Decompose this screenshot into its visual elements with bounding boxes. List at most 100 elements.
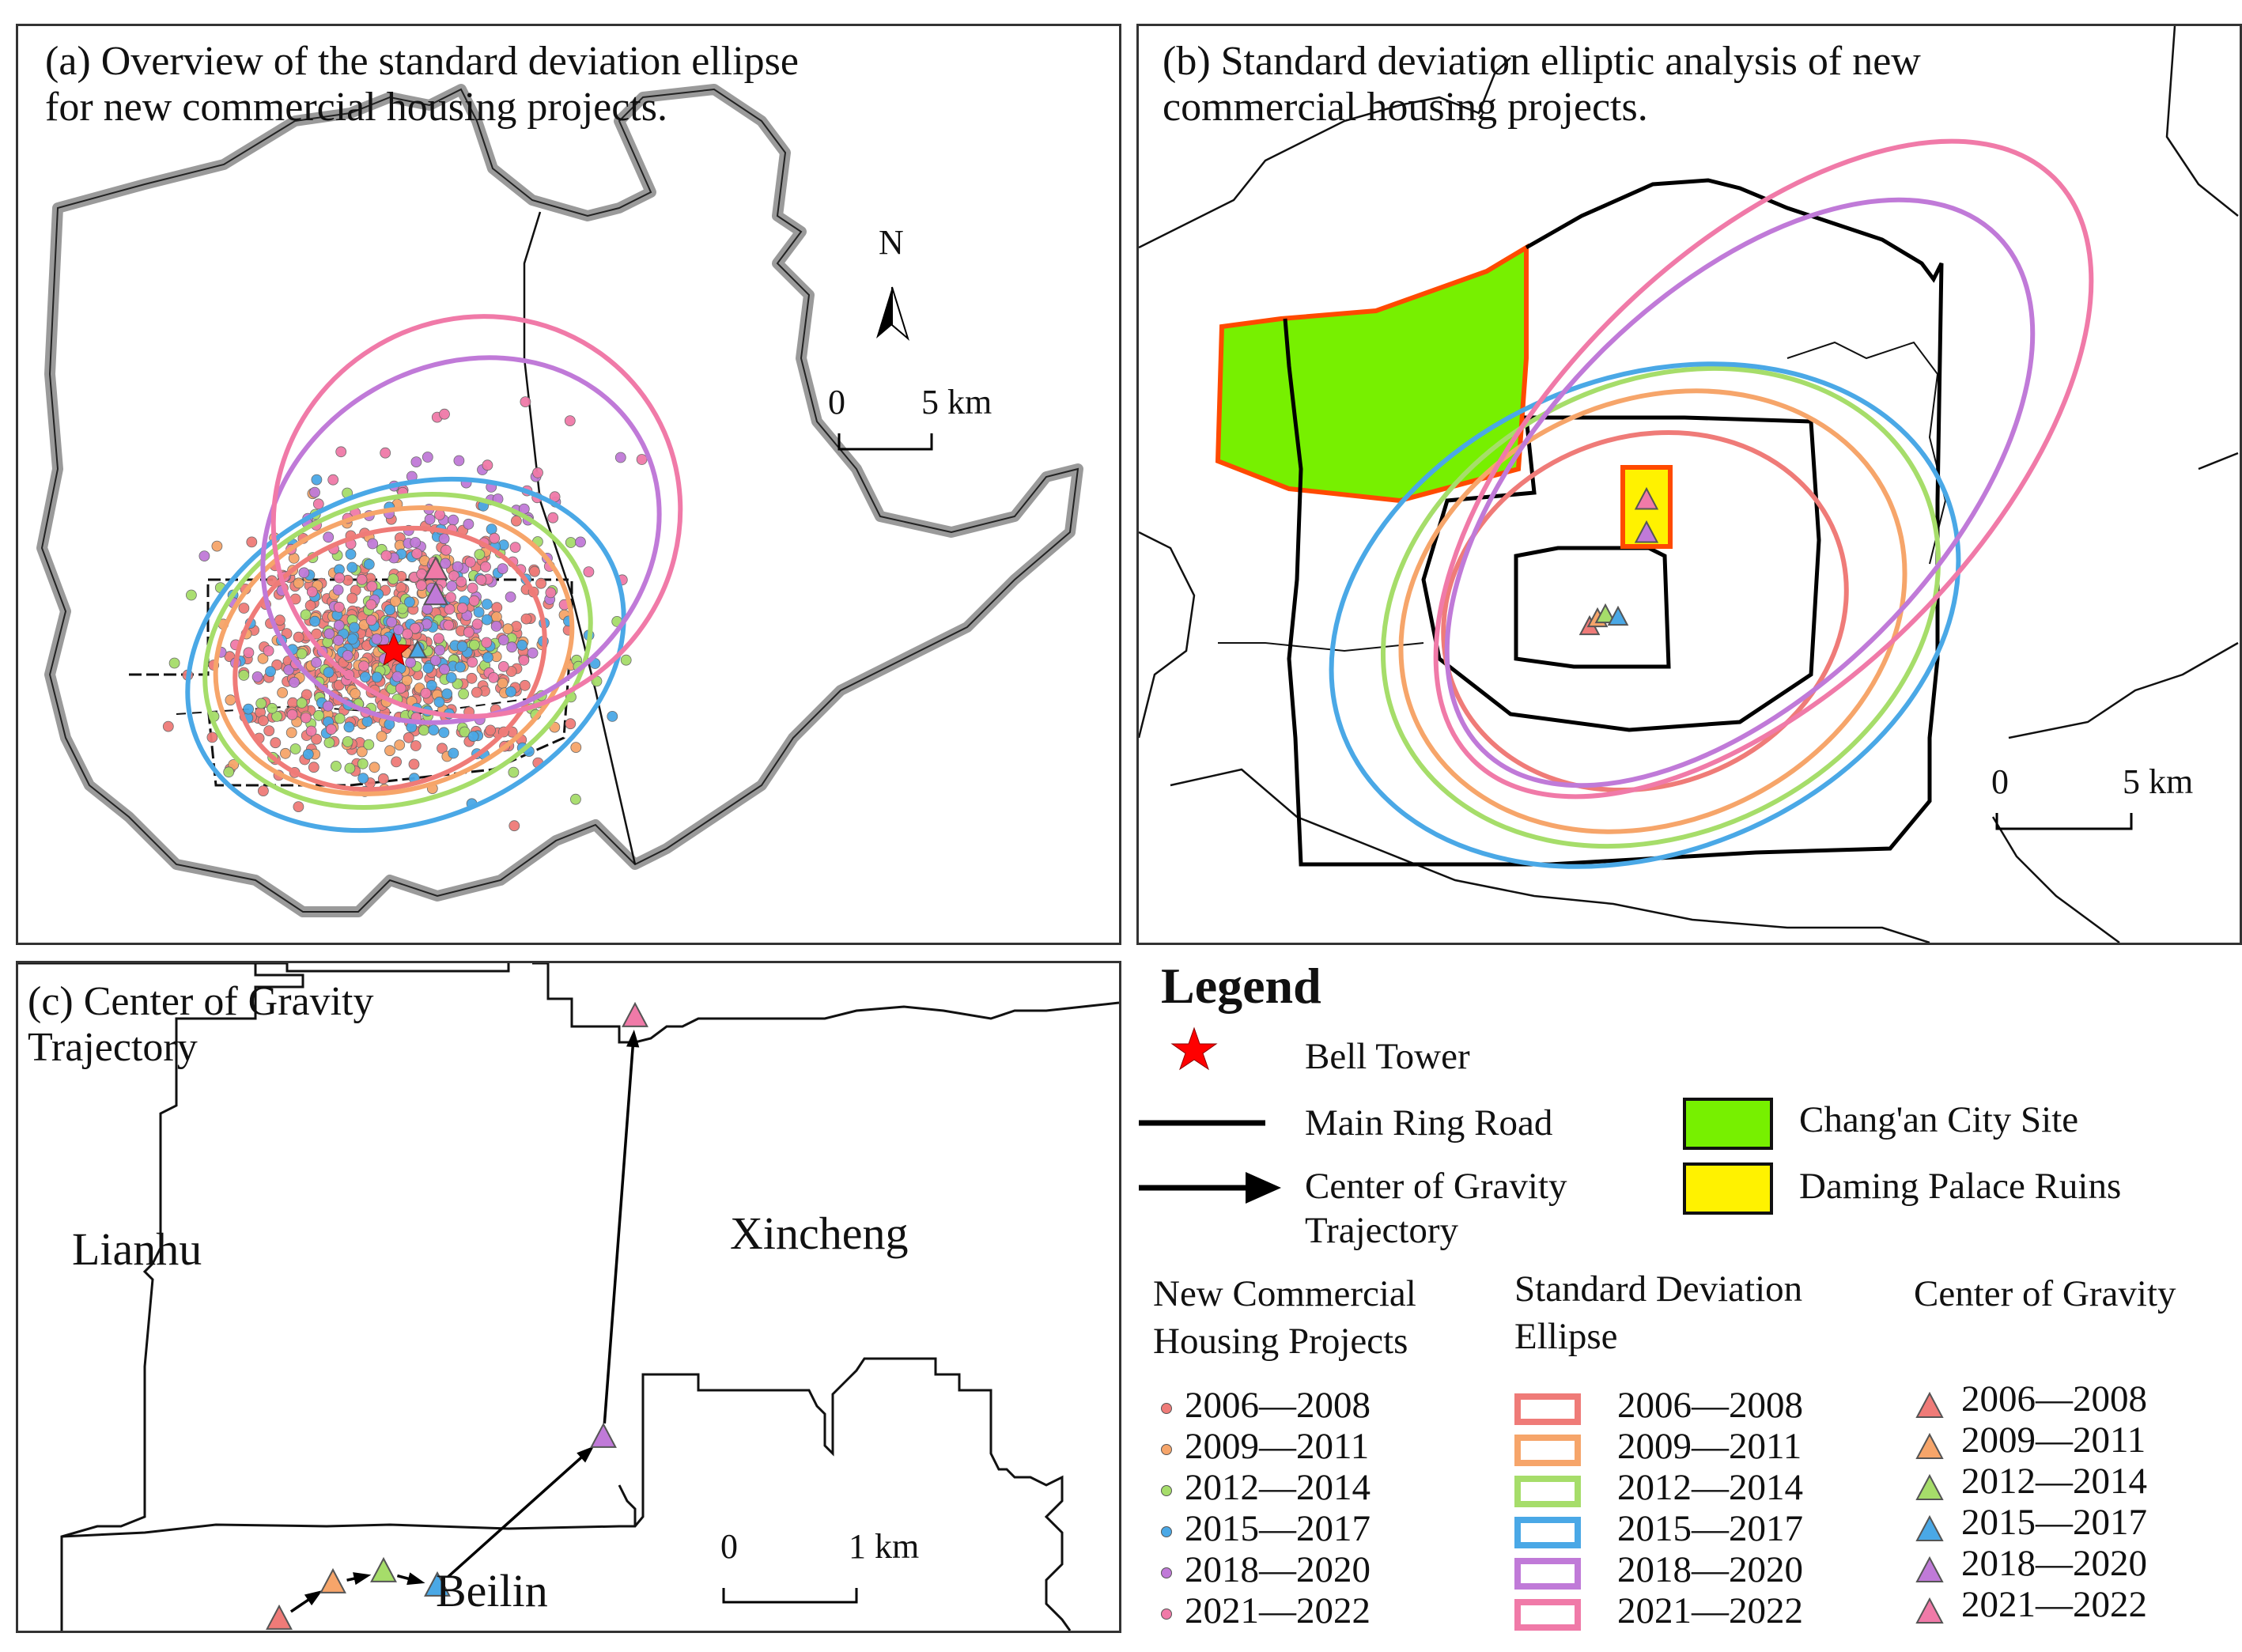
std-deviation-ellipse: [233, 525, 547, 792]
legend-ellipse-swatch-4: [1514, 1517, 1581, 1548]
district-boundary-inner: [176, 697, 533, 716]
legend-title: Legend: [1161, 958, 1321, 1014]
housing-project-point: [434, 509, 445, 520]
housing-project-point: [369, 762, 380, 773]
housing-project-point: [346, 592, 358, 604]
legend-center-period-label: 2021—2022: [1961, 1584, 2147, 1625]
center-of-gravity-icon: [1915, 1432, 1944, 1459]
legend-project-period-label: 2015—2017: [1185, 1508, 1371, 1549]
housing-project-point: [489, 532, 501, 544]
housing-project-point: [323, 737, 335, 748]
housing-project-point: [509, 542, 521, 553]
housing-project-point: [570, 793, 581, 805]
housing-project-point: [257, 652, 269, 664]
housing-project-point: [403, 731, 414, 743]
housing-project-point: [456, 576, 467, 588]
std-deviation-ellipse: [202, 492, 593, 810]
housing-project-point: [325, 724, 337, 735]
housing-project-point: [456, 641, 468, 652]
housing-project-point: [393, 624, 404, 636]
housing-project-point: [185, 589, 197, 601]
housing-project-point: [289, 677, 300, 688]
housing-project-point: [238, 603, 250, 614]
study-area-boundary-line: [40, 88, 1079, 913]
trajectory-arrowhead: [304, 1590, 323, 1606]
housing-project-point: [474, 549, 486, 560]
housing-project-point: [357, 758, 369, 769]
housing-project-point: [505, 592, 516, 603]
housing-project-point: [564, 415, 576, 427]
housing-project-point: [455, 661, 466, 673]
place-label-beilin: Beilin: [436, 1565, 548, 1616]
legend-project-point-3: [1161, 1485, 1172, 1496]
housing-project-point: [302, 748, 314, 760]
housing-project-point: [422, 662, 434, 674]
scale-bar-start: 0: [720, 1527, 738, 1566]
scale-bar-start: 0: [1991, 762, 2009, 801]
ring-road-inner: [1514, 546, 1671, 669]
housing-project-point: [334, 713, 346, 724]
legend-ellipse-swatch-1: [1514, 1393, 1581, 1425]
housing-project-point: [255, 697, 267, 709]
district-boundary-beilin: [61, 1422, 645, 1538]
housing-project-point: [482, 652, 493, 663]
housing-project-point: [411, 548, 423, 559]
housing-project-point: [333, 619, 345, 631]
district-boundary: [618, 1484, 637, 1526]
trajectory-arrowhead: [577, 1446, 595, 1463]
housing-project-point: [384, 604, 395, 615]
housing-project-point: [468, 595, 480, 607]
housing-project-point: [456, 603, 468, 614]
housing-project-point: [420, 687, 432, 699]
trajectory-arrowhead: [626, 1029, 640, 1048]
housing-project-point: [497, 563, 509, 574]
housing-project-point: [448, 570, 459, 582]
housing-project-point: [491, 602, 503, 614]
housing-project-point: [518, 654, 530, 666]
housing-project-point: [575, 536, 586, 548]
housing-project-point: [327, 474, 339, 486]
legend-project-point-2: [1161, 1444, 1172, 1455]
housing-project-point: [377, 773, 389, 784]
housing-project-point: [516, 639, 527, 651]
housing-project-point: [257, 715, 269, 727]
trajectory-arrowhead: [406, 1572, 425, 1586]
housing-project-point: [440, 558, 452, 569]
housing-project-point: [243, 703, 255, 715]
center-of-gravity-icon: [1915, 1473, 1944, 1500]
center-of-gravity-marker: [407, 639, 428, 659]
district-boundary: [1170, 768, 1930, 943]
std-deviation-ellipse: [1433, 138, 2094, 800]
district-boundary-lianhu: [18, 963, 304, 1631]
std-deviation-ellipse: [185, 476, 626, 834]
housing-project-point: [356, 746, 368, 758]
housing-project-point: [418, 724, 429, 736]
center-of-gravity-marker: [622, 1001, 648, 1027]
housing-project-point: [342, 736, 354, 747]
housing-project-point: [306, 586, 318, 598]
housing-project-point: [439, 408, 450, 420]
housing-project-point: [283, 664, 295, 675]
center-of-gravity-marker: [266, 1604, 293, 1630]
housing-project-point: [440, 544, 452, 556]
housing-project-point: [433, 633, 444, 645]
housing-project-point: [350, 688, 361, 699]
panel-c-title: (c) Center of Gravity Trajectory: [28, 979, 374, 1070]
housing-project-point: [349, 622, 360, 633]
housing-project-point: [301, 689, 312, 701]
housing-project-point: [198, 550, 210, 561]
housing-project-point: [409, 622, 421, 634]
legend-ellipse-period-label: 2015—2017: [1617, 1508, 1803, 1549]
housing-project-point: [467, 582, 478, 594]
housing-project-point: [323, 628, 335, 640]
housing-project-point: [311, 733, 323, 745]
daming-swatch: [1683, 1162, 1773, 1215]
housing-project-point: [402, 628, 414, 640]
housing-project-point: [279, 747, 291, 759]
legend-bell-tower-label: Bell Tower: [1305, 1036, 1470, 1077]
std-deviation-ellipse: [1380, 365, 1941, 849]
housing-project-point: [527, 647, 539, 659]
housing-project-point: [293, 631, 304, 643]
legend-ellipse-period-label: 2009—2011: [1617, 1426, 1802, 1467]
housing-project-point: [445, 592, 456, 603]
